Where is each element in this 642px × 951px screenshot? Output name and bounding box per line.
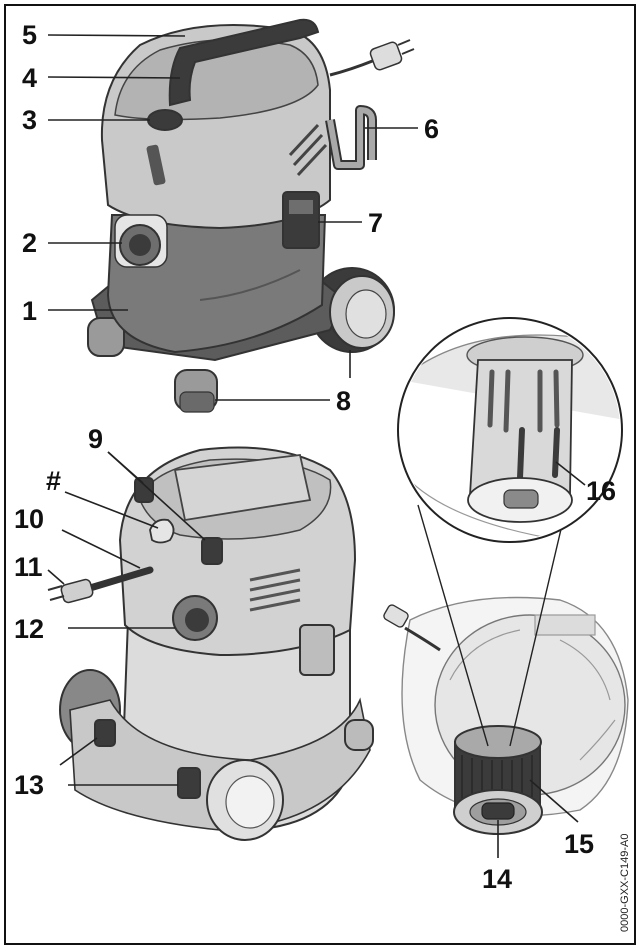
leader-hash (64, 491, 159, 529)
leader-11 (47, 569, 65, 585)
caster-front-left (87, 317, 125, 357)
rear-caster (344, 719, 374, 751)
callout-12: 12 (14, 614, 44, 644)
leader-10 (61, 529, 141, 569)
rear-latch (299, 624, 335, 676)
leader-4 (47, 76, 181, 79)
callout-3: 3 (22, 105, 37, 135)
rear-base (69, 697, 371, 831)
callout-16: 16 (586, 476, 616, 506)
figure-code: 0000-GXX-C149-A0 (619, 834, 631, 932)
open-view-plug (383, 604, 409, 628)
open-view-cable (404, 626, 441, 652)
magnifier-line-left (417, 504, 489, 747)
callout-2: 2 (22, 228, 37, 258)
callout-5: 5 (22, 20, 37, 50)
brand-logo (146, 144, 166, 186)
callout-6: 6 (424, 114, 439, 144)
rear-power-cable (86, 566, 154, 592)
callout-7: 7 (368, 208, 383, 238)
leader-9b (107, 451, 206, 541)
power-cable (329, 58, 376, 77)
callout-9: 9 (88, 424, 103, 454)
callout-10: 10 (14, 504, 44, 534)
callout-11: 11 (14, 552, 43, 582)
vent-slots (288, 123, 328, 177)
leader-16 (555, 461, 586, 486)
grip-recess-upper (94, 719, 116, 747)
rear-vent-slots (249, 568, 301, 612)
rear-handle (173, 454, 312, 522)
hose-clip-left (134, 477, 154, 503)
magnifier-line-right (509, 524, 563, 747)
basket-nut (503, 489, 539, 509)
leader-5 (47, 34, 186, 37)
grip-recess-lower (177, 767, 201, 799)
callout-15: 15 (564, 829, 594, 859)
on-off-switch (147, 109, 183, 131)
callout-8: 8 (336, 386, 351, 416)
callout-1: 1 (22, 296, 37, 326)
carrying-handle (168, 18, 320, 107)
leader-15 (529, 779, 579, 823)
wing-nut (481, 802, 515, 820)
head-top (114, 38, 319, 121)
leader-13a (59, 737, 98, 766)
detail-magnifier (397, 317, 623, 747)
leader-lines (47, 34, 586, 858)
callout-labels: 5 4 3 6 7 2 1 8 9 # 10 11 12 13 14 15 16 (14, 20, 616, 894)
callout-4: 4 (22, 63, 37, 93)
rear-view-vacuum (47, 446, 374, 841)
rear-power-plug (47, 578, 94, 604)
callout-14: 14 (482, 864, 512, 894)
cable-hook (149, 518, 175, 544)
callout-13: 13 (14, 770, 44, 800)
open-head-view (383, 596, 629, 835)
top-vacuum (87, 18, 415, 413)
callout-hash: # (46, 466, 61, 496)
power-plug (369, 39, 415, 71)
hose-clip-right (201, 537, 223, 565)
